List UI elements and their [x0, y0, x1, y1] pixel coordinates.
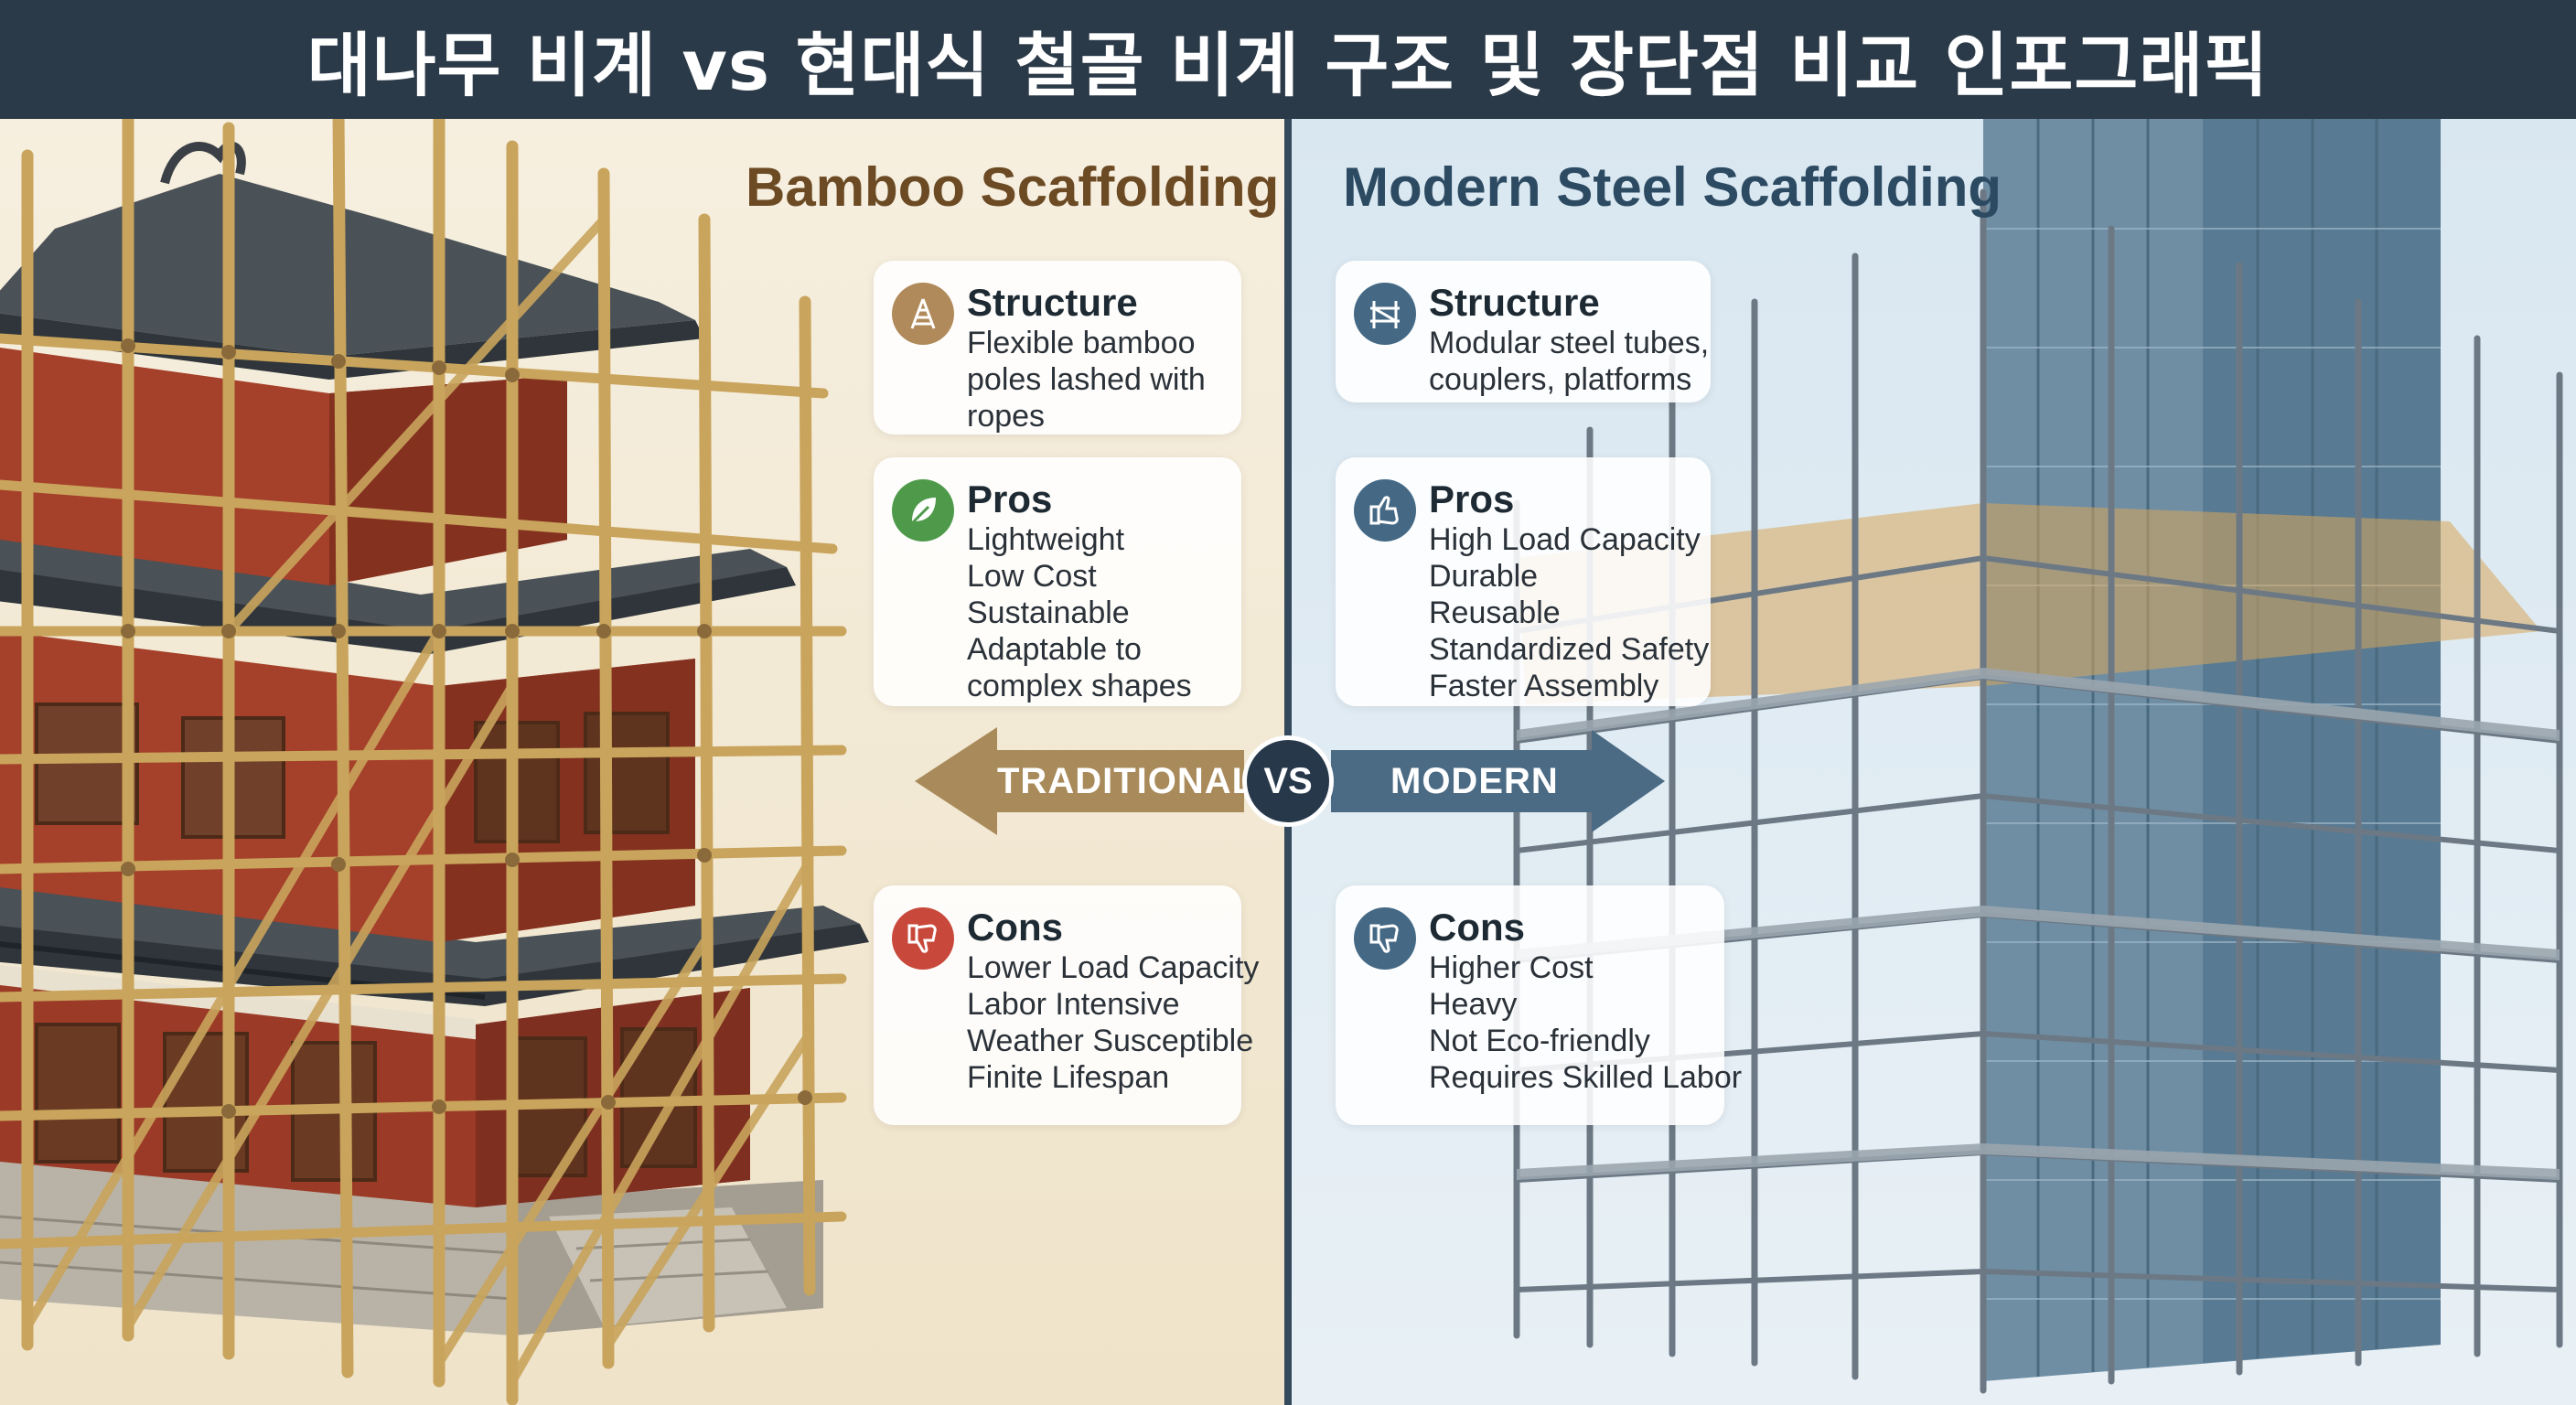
- card-line: Requires Skilled Labor: [1429, 1060, 1743, 1095]
- safety-net: [1517, 503, 2541, 704]
- card-line: Lightweight: [967, 522, 1125, 557]
- card-line: Higher Cost: [1429, 950, 1594, 985]
- bamboo-structure-card: Structure Flexible bamboo poles lashed w…: [874, 261, 1241, 434]
- card-line: couplers, platforms: [1429, 362, 1692, 397]
- card-title: Pros: [1429, 477, 1515, 520]
- steel-platforms: [1517, 668, 2560, 1180]
- steel-pros-card: Pros High Load Capacity Durable Reusable…: [1336, 457, 1711, 706]
- steel-cons-card: Cons Higher Cost Heavy Not Eco-friendly …: [1336, 885, 1743, 1125]
- bamboo-poles: [0, 119, 847, 1405]
- card-line: Heavy: [1429, 987, 1518, 1022]
- pavilion-illustration: [0, 119, 869, 1405]
- card-line: Durable: [1429, 559, 1539, 594]
- card-line: Standardized Safety: [1429, 632, 1710, 667]
- card-line: Reusable: [1429, 595, 1561, 630]
- card-line: Modular steel tubes,: [1429, 326, 1710, 360]
- card-line: Labor Intensive: [967, 987, 1180, 1022]
- card-line: ropes: [967, 399, 1046, 434]
- steel-structure-card: Structure Modular steel tubes, couplers,…: [1336, 261, 1711, 402]
- bamboo-pros-card: Pros Lightweight Low Cost Sustainable Ad…: [874, 457, 1241, 706]
- card-title: Cons: [1429, 906, 1525, 949]
- card-line: Weather Susceptible: [967, 1024, 1254, 1058]
- page-title: 대나무 비계 vs 현대식 철골 비계 구조 및 장단점 비교 인포그래픽: [0, 0, 2576, 119]
- glass-tower: [1983, 119, 2441, 1381]
- card-title: Cons: [967, 906, 1063, 949]
- card-line: Low Cost: [967, 559, 1097, 594]
- bamboo-cons-card: Cons Lower Load Capacity Labor Intensive…: [874, 885, 1260, 1125]
- card-line: Not Eco-friendly: [1429, 1024, 1650, 1058]
- card-line: High Load Capacity: [1429, 522, 1701, 557]
- thumbs-down-icon: [892, 907, 954, 970]
- rope-lashings: [121, 338, 812, 1119]
- card-title: Pros: [967, 477, 1053, 520]
- middle-roof: [0, 524, 796, 654]
- bamboo-heading: Bamboo Scaffolding: [746, 156, 1280, 218]
- card-title: Structure: [967, 281, 1138, 324]
- card-line: Faster Assembly: [1429, 669, 1659, 703]
- thumbs-down-icon: [1354, 907, 1416, 970]
- vs-badge: VS: [1242, 735, 1334, 827]
- steel-heading: Modern Steel Scaffolding: [1343, 156, 2002, 218]
- card-title: Structure: [1429, 281, 1600, 324]
- card-line: poles lashed with: [967, 362, 1206, 397]
- leaf-icon: [892, 479, 954, 542]
- card-line: Finite Lifespan: [967, 1060, 1170, 1095]
- card-line: Adaptable to: [967, 632, 1142, 667]
- card-line: Flexible bamboo: [967, 326, 1196, 360]
- top-storey: [0, 348, 567, 585]
- scaffold-frame-icon: [1354, 283, 1416, 345]
- card-line: complex shapes: [967, 669, 1192, 703]
- card-line: Lower Load Capacity: [967, 950, 1260, 985]
- scaffold-icon: [892, 283, 954, 345]
- card-line: Sustainable: [967, 595, 1130, 630]
- tower-illustration: [1513, 119, 2563, 1394]
- thumbs-up-icon: [1354, 479, 1416, 542]
